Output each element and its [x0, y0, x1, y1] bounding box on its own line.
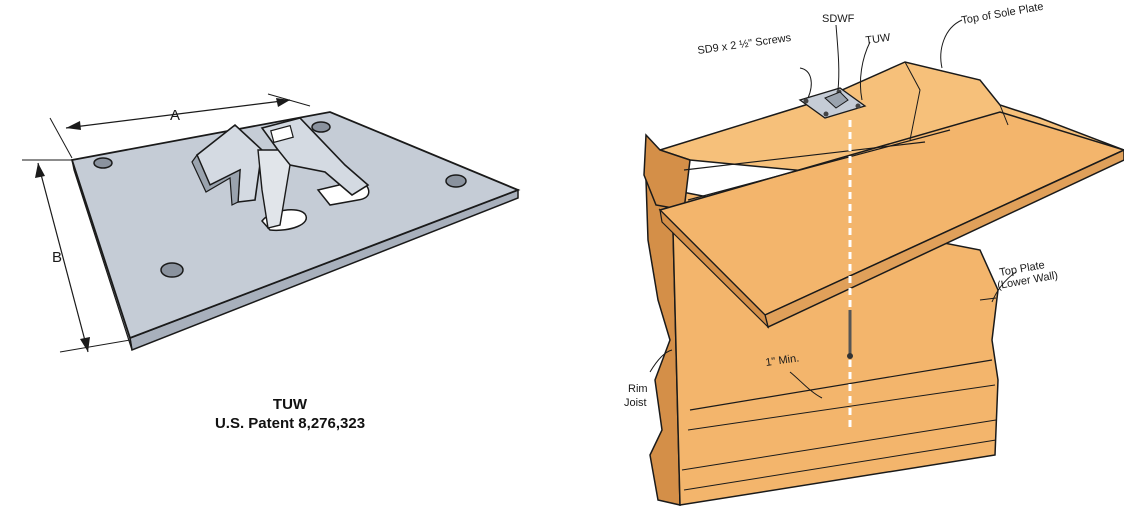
- dim-ext-line: [267, 93, 311, 107]
- tuw-plate-drawing: A B: [22, 93, 521, 353]
- tab-right-side: [257, 149, 291, 229]
- callout-leader: [835, 24, 840, 91]
- installation-diagram: SD9 x 2 ½" Screws SDWF TUW Top of Sole P…: [600, 0, 1124, 519]
- sdwf-screw-head: [824, 91, 849, 109]
- min-distance-label: 1" Min.: [765, 352, 800, 369]
- hole-icon: [93, 157, 113, 169]
- callout-leader: [991, 271, 1017, 303]
- deck-side: [659, 208, 770, 329]
- wood-grain: [683, 439, 997, 491]
- tab-slot: [270, 124, 294, 144]
- dim-arrow-icon: [35, 163, 45, 178]
- callout-leader: [940, 19, 963, 69]
- dim-a-line: [65, 99, 291, 129]
- screw-icon: [823, 111, 829, 117]
- joist-label: Joist: [624, 397, 647, 409]
- dim-arrow-icon: [66, 121, 81, 130]
- tuw-label: TUW: [865, 32, 892, 47]
- wood-grain: [999, 104, 1009, 126]
- callout-leader: [859, 41, 871, 101]
- dim-b-label: B: [52, 249, 62, 266]
- sdwf-label: SDWF: [822, 13, 855, 25]
- wood-grain: [689, 359, 993, 411]
- dim-arrow-icon: [80, 337, 90, 352]
- screw-tip: [847, 353, 853, 359]
- callout-leader: [649, 349, 673, 373]
- product-patent: U.S. Patent 8,276,323: [214, 415, 366, 432]
- wood-grain: [683, 141, 926, 171]
- rim-label: Rim: [628, 383, 648, 395]
- wood-grain: [687, 129, 951, 201]
- screw-icon: [803, 98, 809, 104]
- wood-grain: [681, 419, 997, 471]
- dim-arrow-icon: [276, 98, 290, 107]
- callout-leader: [799, 67, 812, 99]
- dim-a-label: A: [170, 107, 180, 124]
- tuw-plate-illustration: A B TUW U.S. Patent 8,276,323: [0, 0, 560, 519]
- wood-grain: [687, 384, 996, 431]
- screws-label: SD9 x 2 ½" Screws: [697, 32, 793, 57]
- installation-drawing: SD9 x 2 ½" Screws SDWF TUW Top of Sole P…: [624, 1, 1124, 506]
- min-arc: [789, 371, 823, 399]
- hole-icon: [160, 262, 184, 278]
- dim-b-line: [37, 162, 89, 353]
- dim-ext-line: [59, 339, 131, 353]
- screw-icon: [855, 103, 861, 109]
- product-name: TUW: [272, 396, 308, 413]
- dim-ext-line: [49, 117, 73, 159]
- top-sole-plate-label: Top of Sole Plate: [960, 1, 1044, 27]
- hole-icon: [445, 174, 467, 188]
- tab-left-side: [191, 153, 241, 206]
- hole-icon: [311, 121, 331, 133]
- wood-grain: [904, 61, 921, 141]
